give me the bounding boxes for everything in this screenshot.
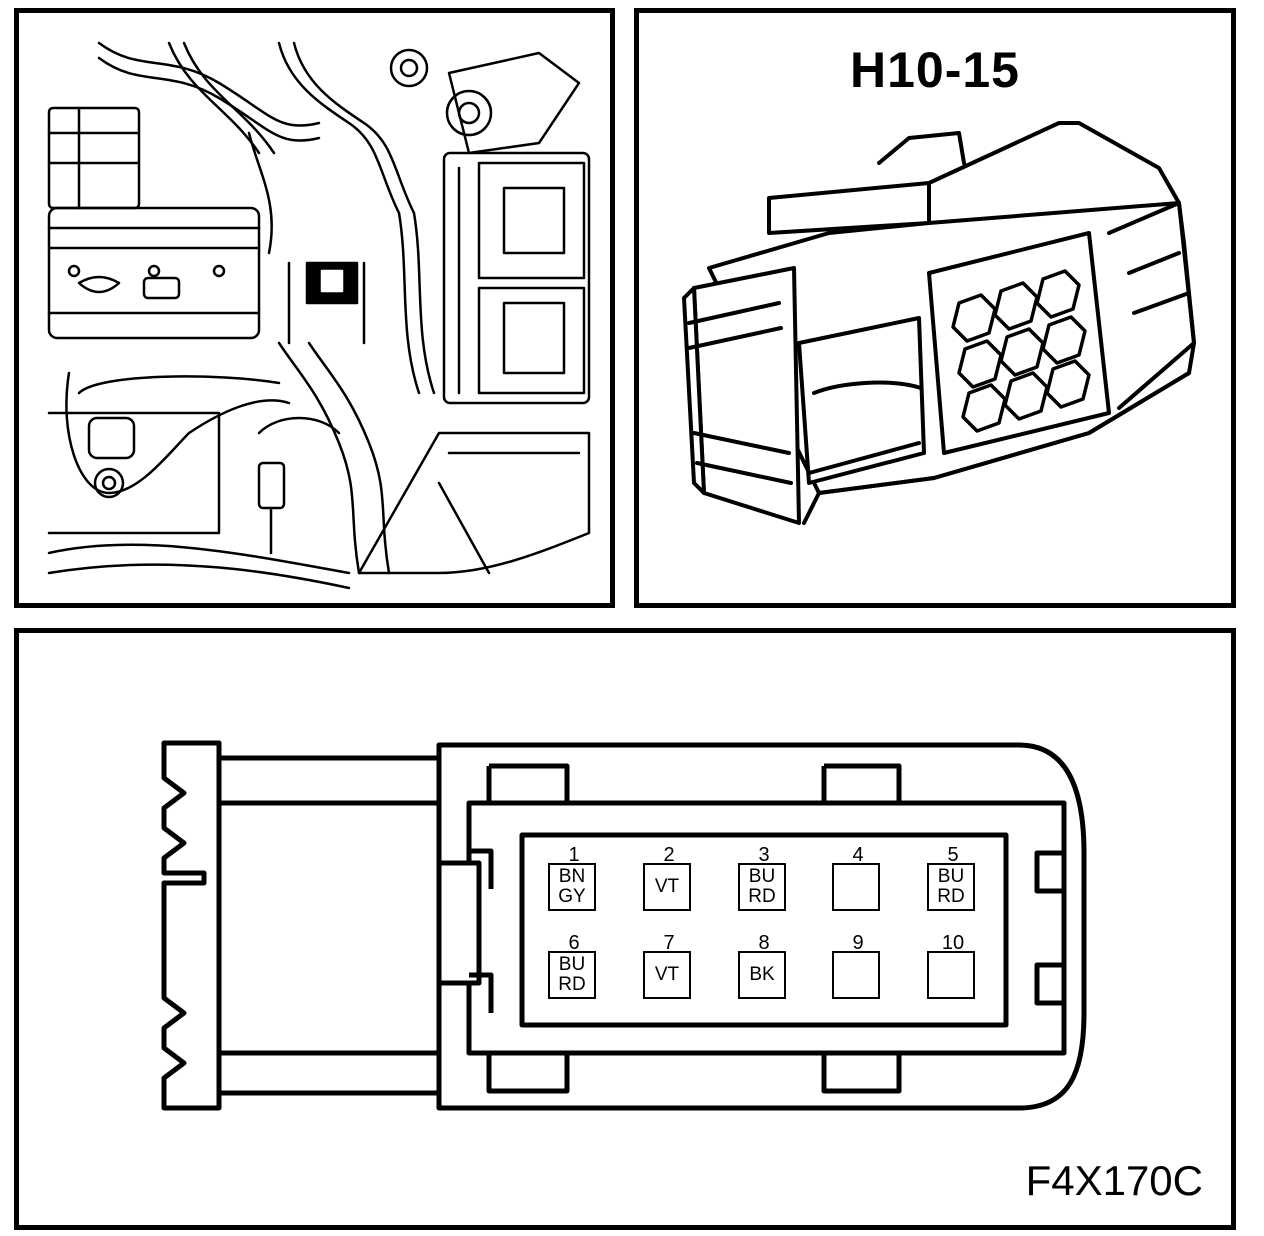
- wire-color-code: BU: [937, 866, 965, 887]
- figure-code-label: F4X170C: [1025, 1157, 1203, 1204]
- pin-cell: VT: [643, 951, 691, 999]
- pin-number: 1: [568, 844, 580, 866]
- pin-cell: [832, 863, 880, 911]
- wire-color-code: BU: [558, 954, 586, 975]
- wire-color-code: RD: [748, 886, 776, 907]
- wire-color-code: BU: [748, 866, 776, 887]
- connector-id-label: H10-15: [850, 42, 1020, 98]
- pin-cell: [832, 951, 880, 999]
- pin-number: 7: [663, 932, 675, 954]
- engine-bay-drawing: [47, 41, 591, 590]
- pin-number: 3: [758, 844, 770, 866]
- pin-number: 4: [852, 844, 864, 866]
- pin-cell: VT: [643, 863, 691, 911]
- pinout-drawing: [161, 740, 1087, 1111]
- connector-3d-drawing: [682, 121, 1196, 525]
- engine-bay-panel: [14, 8, 615, 608]
- wire-color-code: VT: [654, 876, 680, 897]
- wire-color-code: RD: [937, 886, 965, 907]
- wire-color-code: BK: [749, 964, 775, 985]
- pin-number: 5: [947, 844, 959, 866]
- connector-3d-panel: H10-15: [634, 8, 1236, 608]
- wire-color-code: VT: [654, 964, 680, 985]
- pin-number: 9: [852, 932, 864, 954]
- pin-number: 6: [568, 932, 580, 954]
- wire-color-code: BN: [558, 866, 586, 887]
- pin-cell: BK: [738, 951, 786, 999]
- pin-cell: [927, 951, 975, 999]
- pin-number: 10: [941, 932, 965, 954]
- wire-color-code: RD: [558, 974, 586, 995]
- wire-color-code: GY: [558, 886, 586, 907]
- pin-number: 2: [663, 844, 675, 866]
- pin-number: 8: [758, 932, 770, 954]
